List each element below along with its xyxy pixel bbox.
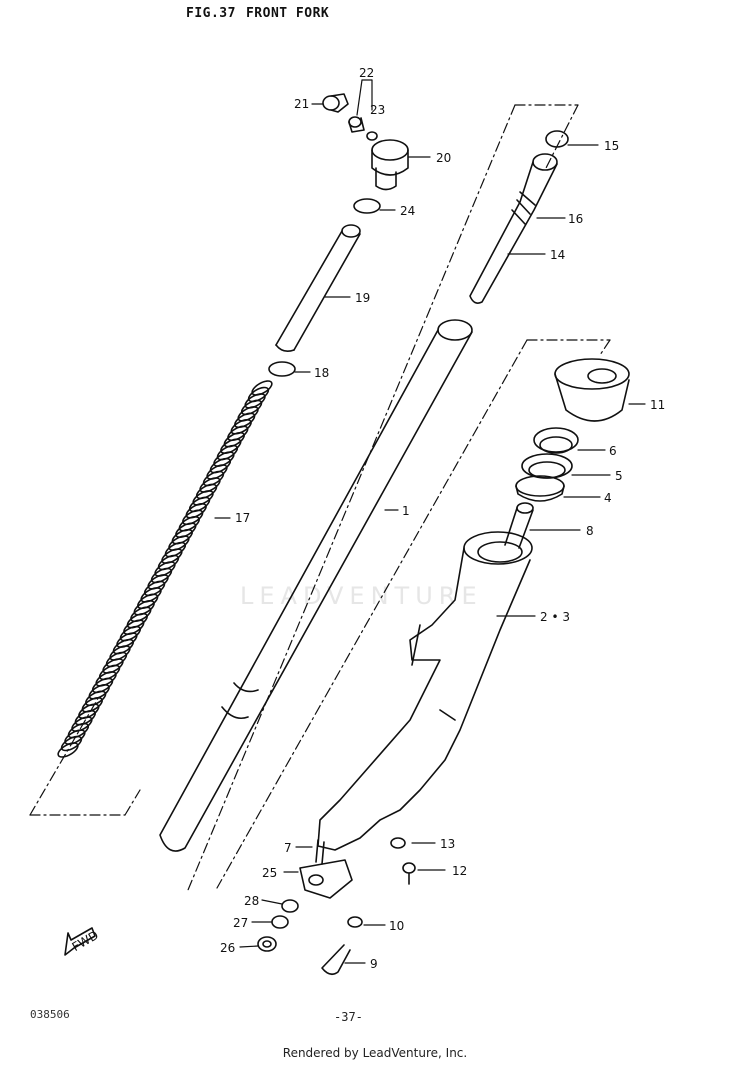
callout-12: 12 <box>452 864 467 878</box>
callout-26: 26 <box>220 941 235 955</box>
part-15-ring <box>545 130 569 148</box>
callout-14: 14 <box>550 248 565 262</box>
part-4-ring <box>515 475 565 502</box>
assembly-boundary-left <box>29 104 611 891</box>
callout-8: 8 <box>586 524 594 538</box>
render-credit: Rendered by LeadVenture, Inc. <box>282 1046 468 1060</box>
part-6-clip <box>533 427 579 454</box>
callout-6: 6 <box>609 444 617 458</box>
diagram-code: 038506 <box>30 1008 70 1021</box>
callout-19: 19 <box>355 291 370 305</box>
part-11-dust-seal <box>554 358 630 422</box>
callout-5: 5 <box>615 469 623 483</box>
callout-10: 10 <box>389 919 404 933</box>
callout-13: 13 <box>440 837 455 851</box>
part-14-damper-rod <box>469 153 558 304</box>
watermark-text: LEADVENTURE <box>240 582 483 610</box>
figure-title: FIG.37 FRONT FORK <box>186 6 329 21</box>
callout-16: 16 <box>568 212 583 226</box>
part-25-axle-holder <box>299 859 353 899</box>
part-10-washer <box>347 916 363 928</box>
callout-23: 23 <box>370 103 385 117</box>
part-2-3-outer-tube <box>317 531 533 851</box>
fwd-label: FWD <box>70 928 101 954</box>
part-24-o-ring <box>353 198 381 214</box>
figure-number: FIG.37 <box>186 6 236 21</box>
part-22-23-washer <box>348 116 378 141</box>
part-27-washer <box>271 915 289 929</box>
part-9-bolt <box>321 944 351 976</box>
callout-15: 15 <box>604 139 619 153</box>
spring-coil <box>57 742 79 758</box>
page-number: -37- <box>334 1010 363 1024</box>
callout-11: 11 <box>650 398 665 412</box>
callout-18: 18 <box>314 366 329 380</box>
part-1-inner-tube <box>159 319 473 852</box>
part-21-bolt <box>322 93 349 113</box>
part-20-top-cap <box>371 139 409 191</box>
callout-28: 28 <box>244 894 259 908</box>
callout-25: 25 <box>262 866 277 880</box>
figure-name: FRONT FORK <box>245 6 330 21</box>
part-5-oil-seal <box>521 453 573 479</box>
callout-7: 7 <box>284 841 292 855</box>
callout-24: 24 <box>400 204 415 218</box>
part-18-spring-seat <box>268 361 296 377</box>
part-28-washer <box>281 899 299 913</box>
part-8-oil-lock <box>504 502 534 549</box>
callout-17: 17 <box>235 511 250 525</box>
part-17-fork-spring <box>57 380 273 758</box>
callout-4: 4 <box>604 491 612 505</box>
part-7-stud <box>315 839 325 865</box>
leader-lines <box>214 79 646 964</box>
callout-9: 9 <box>370 957 378 971</box>
part-26-nut <box>257 936 277 952</box>
callout-1: 1 <box>402 504 410 518</box>
part-12-screw <box>402 862 416 885</box>
callout-27: 27 <box>233 916 248 930</box>
callout-21: 21 <box>294 97 309 111</box>
callout-20: 20 <box>436 151 451 165</box>
part-19-spacer-tube <box>275 224 361 352</box>
part-13-washer <box>390 837 406 849</box>
callout-2-3: 2 • 3 <box>540 610 570 624</box>
fwd-arrow-icon <box>64 927 96 956</box>
callout-22: 22 <box>359 66 374 80</box>
